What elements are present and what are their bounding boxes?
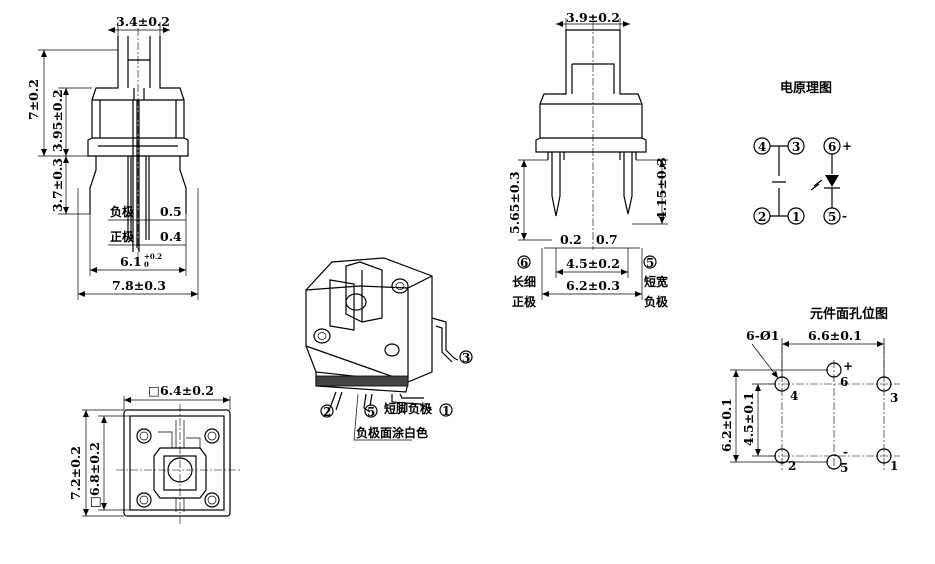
side-right-pin-desc2: 负极 xyxy=(644,294,669,309)
front-neg-label: 负极 xyxy=(110,204,135,219)
svg-text:4: 4 xyxy=(790,389,798,403)
schematic-p3: 3 xyxy=(792,140,800,154)
bottom-height-inner: 6.8±0.2 xyxy=(87,442,102,496)
iso-body xyxy=(305,257,433,393)
hole-spec: 6-Ø1 xyxy=(746,328,779,343)
iso-pin2: 2 xyxy=(323,405,331,419)
front-width-total: 7.8±0.3 xyxy=(112,278,166,293)
iso-pin5: 5 xyxy=(367,405,375,419)
schematic-p4: 4 xyxy=(758,140,766,154)
front-pin-span: 6.1 xyxy=(120,254,142,269)
side-view-outline xyxy=(535,29,647,153)
schematic-p6: 6 xyxy=(828,140,836,154)
side-left-pin-num: 6 xyxy=(520,256,528,270)
bottom-height-inner-mark: □ xyxy=(87,496,102,508)
front-top-width: 3.4±0.2 xyxy=(116,14,170,29)
iso-pin1: 1 xyxy=(442,404,450,418)
hole-v-outer: 6.2±0.1 xyxy=(719,398,734,452)
svg-text:6: 6 xyxy=(840,375,848,389)
iso-base-strip xyxy=(315,375,409,387)
front-pos-value: 0.4 xyxy=(160,229,182,244)
side-left-pin-desc2: 正极 xyxy=(512,294,537,309)
front-height-body: 3.95±0.2 xyxy=(50,89,65,152)
front-neg-value: 0.5 xyxy=(160,204,182,219)
bottom-height-outer: 7.2±0.2 xyxy=(68,446,83,500)
side-right-pin-num: 5 xyxy=(646,256,654,270)
front-view: 3.4±0.2 7±0.2 3.95±0.2 3.7±0.3 负极 0.5 正极… xyxy=(26,14,199,300)
schematic-switch xyxy=(770,145,788,217)
svg-text:1: 1 xyxy=(890,459,898,473)
schematic: 电原理图 4 3 2 1 6 + 5 - xyxy=(753,80,852,225)
hole-layout-title: 元件面孔位图 xyxy=(810,306,888,322)
hole-1 xyxy=(876,448,892,464)
bottom-width: 6.4±0.2 xyxy=(160,383,214,398)
bottom-view-outline xyxy=(123,409,231,517)
side-outer-span: 6.2±0.3 xyxy=(566,278,620,293)
side-inner-span: 4.5±0.2 xyxy=(566,256,620,271)
front-view-legs xyxy=(127,156,150,240)
side-left-pin-desc1: 长细 xyxy=(512,274,536,289)
front-pin-span-tol: +0.2 xyxy=(144,252,162,261)
hole-v-inner: 4.5±0.1 xyxy=(741,392,756,446)
svg-text:5: 5 xyxy=(840,461,848,475)
schematic-p5: 5 xyxy=(828,210,836,224)
iso-white-label: 负极面涂白色 xyxy=(356,425,428,440)
side-right-height: 4.15±0.3 xyxy=(654,157,669,220)
iso-short-leg-label: 短脚负极 xyxy=(384,401,433,416)
svg-text:2: 2 xyxy=(788,459,796,473)
schematic-minus: - xyxy=(842,209,847,223)
side-lead-w2: 0.7 xyxy=(596,232,618,247)
schematic-led xyxy=(810,154,840,208)
side-top-width: 3.9±0.2 xyxy=(566,10,620,25)
side-view-leads xyxy=(547,152,637,217)
svg-text:3: 3 xyxy=(890,391,898,405)
schematic-plus: + xyxy=(842,139,852,153)
svg-text:+: + xyxy=(843,359,853,373)
iso-pin3: 3 xyxy=(462,351,470,365)
front-view-stem xyxy=(127,36,151,252)
schematic-p2: 2 xyxy=(758,210,766,224)
side-lead-w1: 0.2 xyxy=(560,232,582,247)
front-pos-label: 正极 xyxy=(110,229,135,244)
side-right-pin-desc1: 短宽 xyxy=(644,274,668,289)
front-pin-span-tol2: 0 xyxy=(144,260,149,269)
iso-view: 3 2 5 1 短脚负极 负极面涂白色 xyxy=(305,257,473,441)
schematic-p1: 1 xyxy=(792,210,800,224)
schematic-title: 电原理图 xyxy=(780,80,832,96)
side-view: 3.9±0.2 5.65±0.3 4.15±0.3 0.2 0.7 6 长细 正… xyxy=(507,10,669,309)
hole-layout: 元件面孔位图 4 6 + 3 2 5 - 1 6-Ø1 6.6±0.1 6.2±… xyxy=(719,306,900,475)
svg-text:-: - xyxy=(843,445,848,459)
front-height-leg: 3.7±0.3 xyxy=(50,158,65,212)
front-height-total: 7±0.2 xyxy=(26,79,41,120)
bottom-width-mark: □ xyxy=(148,383,160,398)
iso-legs xyxy=(325,317,459,415)
hole-h-span: 6.6±0.1 xyxy=(808,328,862,343)
bottom-view: □ 6.4±0.2 7.2±0.2 □ 6.8±0.2 xyxy=(68,383,240,524)
side-left-height: 5.65±0.3 xyxy=(507,171,522,234)
